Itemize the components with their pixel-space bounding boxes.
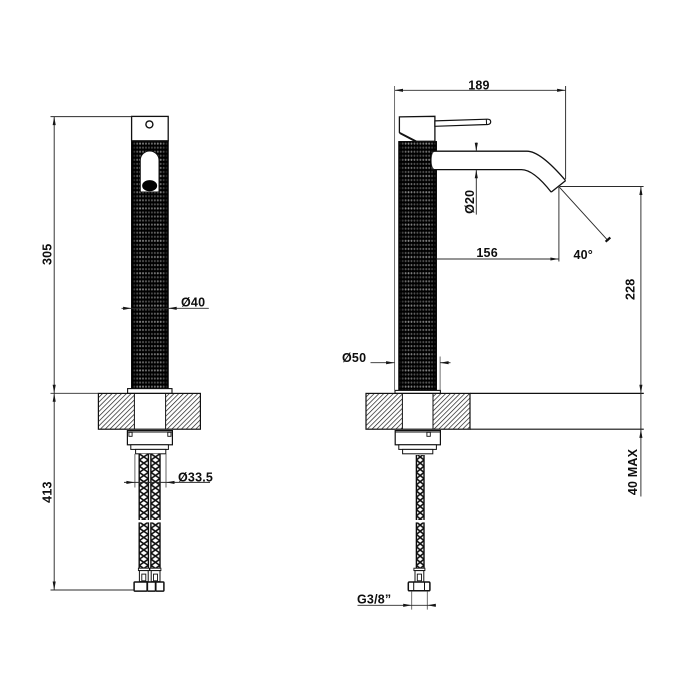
svg-text:Ø50: Ø50 <box>342 351 366 365</box>
svg-text:40 MAX: 40 MAX <box>626 448 640 495</box>
svg-text:228: 228 <box>624 279 638 300</box>
svg-text:Ø20: Ø20 <box>463 190 477 214</box>
svg-text:305: 305 <box>40 244 54 265</box>
svg-text:189: 189 <box>468 79 489 93</box>
svg-text:156: 156 <box>476 246 497 260</box>
svg-text:G3/8”: G3/8” <box>357 593 391 607</box>
svg-text:413: 413 <box>41 481 55 502</box>
svg-text:Ø33.5: Ø33.5 <box>178 471 213 485</box>
svg-text:Ø40: Ø40 <box>181 296 205 310</box>
svg-text:40°: 40° <box>574 248 594 262</box>
